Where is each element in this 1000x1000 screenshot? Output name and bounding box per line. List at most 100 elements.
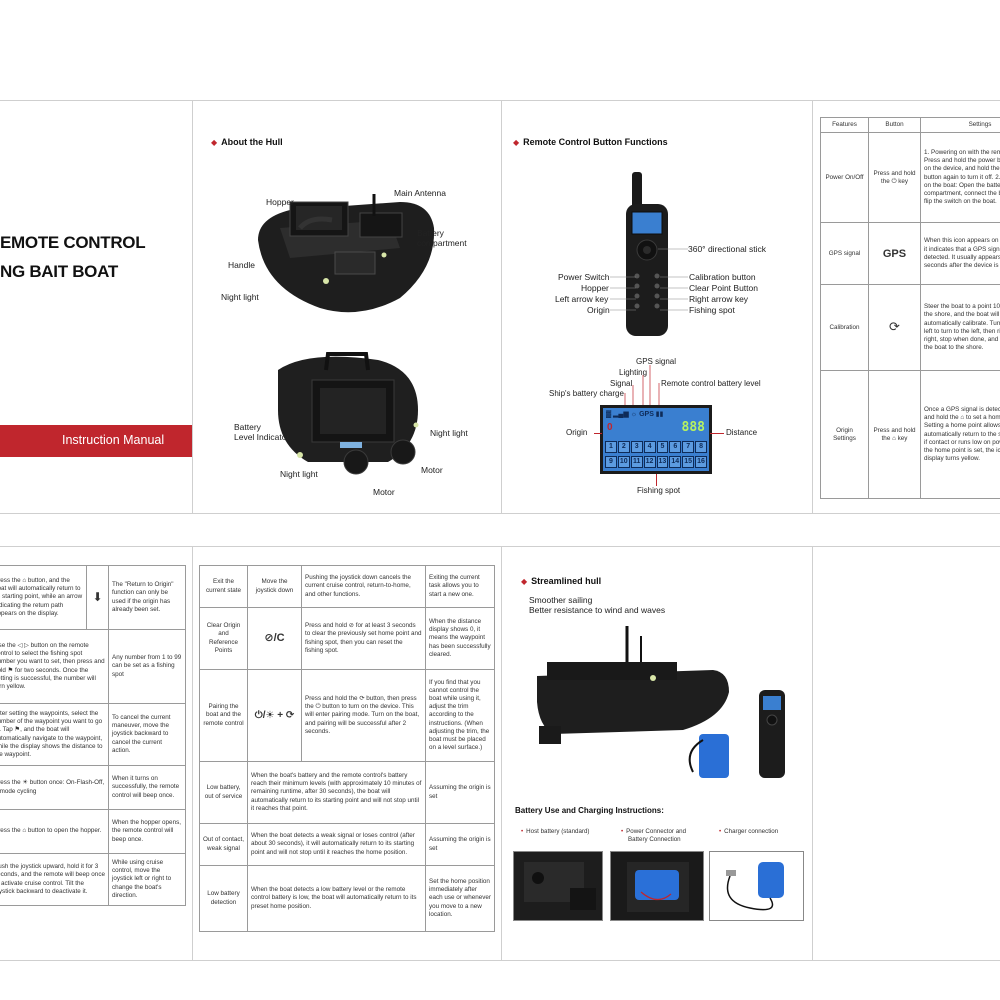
- feature-cell: GPS signal: [820, 222, 869, 286]
- remote-control-image: [626, 172, 668, 336]
- divider: [192, 546, 193, 960]
- label-remote-battery: Remote control battery level: [661, 379, 761, 388]
- lcd-spot: 6: [669, 441, 682, 453]
- label-lcd-distance: Distance: [726, 428, 758, 437]
- photo-power-connector: [610, 851, 704, 921]
- label-left-arrow-key: Left arrow key: [555, 294, 609, 304]
- table-row: Press the ⌂ button, and the boat will au…: [0, 565, 186, 630]
- calibration-icon: ⟳: [868, 284, 921, 372]
- feature-cell: Clear Origin and Reference Points: [199, 607, 248, 670]
- lcd-spot: 3: [630, 441, 643, 453]
- label-battery-level-2: Level Indicator: [234, 432, 290, 442]
- divider: [501, 100, 502, 513]
- table-row: Origin Settings Press and hold the ⌂ key…: [820, 370, 1000, 500]
- table-row: Low battery detection When the boat dete…: [199, 865, 495, 932]
- cover-title-line1: EMOTE CONTROL: [0, 233, 146, 252]
- label-lcd-fishing-spot: Fishing spot: [637, 486, 681, 495]
- photo-host-battery: [513, 851, 603, 921]
- label-battery-compartment-2: compartment: [417, 238, 467, 248]
- note-cell: Any number from 1 to 99 can be set as a …: [108, 629, 186, 704]
- boat-top-image: [258, 194, 435, 313]
- feature-cell: Out of contact, weak signal: [199, 823, 248, 866]
- pairing-icon: ⏻/☀ + ⟳: [247, 669, 302, 762]
- label-gps-signal: GPS signal: [636, 357, 677, 366]
- settings-cell: Steer the boat to a point 10 meters from…: [920, 284, 1000, 372]
- return-arrow-icon: ⬇: [86, 565, 109, 630]
- clear-point-icon: ⊘/C: [247, 607, 302, 670]
- label-battery-level-1: Battery: [234, 422, 261, 432]
- hull-section-title: ◆About the Hull: [211, 137, 283, 147]
- photo-charger: [709, 851, 804, 921]
- table-row: Press the ☀ button once: On-Flash-Off, 3…: [0, 765, 186, 810]
- lcd-spot: 14: [669, 456, 682, 468]
- lcd-spot: 9: [605, 456, 617, 468]
- feature-cell: Origin Settings: [820, 370, 869, 500]
- lcd-spot: 2: [617, 441, 630, 453]
- leader-distance: [710, 433, 724, 434]
- lcd-spot: 16: [695, 456, 707, 468]
- row2-bottom-border: [0, 960, 1000, 961]
- remote-section-title: ◆Remote Control Button Functions: [513, 137, 668, 147]
- top-border: [0, 100, 1000, 101]
- boat-bottom-image: [278, 352, 419, 475]
- note-cell: Assuming the origin is set: [425, 761, 495, 824]
- table-row: Use the ◁ ▷ button on the remote control…: [0, 629, 186, 704]
- lcd-distance-readout: 888: [681, 420, 705, 435]
- table-row: GPS signal GPS When this icon appears on…: [820, 222, 1000, 286]
- lcd-leader-lines: [624, 365, 660, 407]
- feature-cell: Exit the current state: [199, 565, 248, 608]
- instruction-manual-banner: Instruction Manual: [0, 425, 192, 456]
- lcd-display: ▓ ▂▄▆ ☼ GPS ▮▮ 0 888 1 2 3 4 5 6 7 8 9 1…: [600, 405, 712, 474]
- bullet-icon: ◆: [211, 138, 218, 147]
- note-cell: When the hopper opens, the remote contro…: [108, 809, 186, 854]
- feature-cell: Low battery detection: [199, 865, 248, 932]
- settings-table: Features Button Settings Power On/Off Pr…: [820, 116, 1000, 500]
- label-directional-stick: 360° directional stick: [688, 244, 767, 254]
- button-cell: Press and hold the ⏻ key: [868, 132, 921, 224]
- lcd-spot: 5: [656, 441, 669, 453]
- battery-label-host: •Host battery (standard): [521, 828, 590, 835]
- how-cell: When the boat detects a weak signal or l…: [247, 823, 426, 866]
- table-header-row: Features Button Settings: [820, 116, 1000, 134]
- feature-cell: Power On/Off: [820, 132, 869, 224]
- lcd-status-icons: ▓ ▂▄▆ ☼ GPS ▮▮: [606, 411, 664, 418]
- table-row: Out of contact, weak signal When the boa…: [199, 823, 495, 866]
- bullet-icon: ◆: [521, 577, 528, 586]
- divider: [812, 546, 813, 960]
- label-fishing-spot-key: Fishing spot: [689, 305, 735, 315]
- leader-origin: [594, 433, 602, 434]
- table-row: Exit the current state Move the joystick…: [199, 565, 495, 608]
- streamlined-section-title: ◆Streamlined hull: [521, 576, 602, 586]
- settings-cell: 1. Powering on with the remote control: …: [920, 132, 1000, 224]
- feature-cell: Calibration: [820, 284, 869, 372]
- how-cell: After setting the waypoints, select the …: [0, 703, 109, 766]
- how-cell: Press the ☀ button once: On-Flash-Off, 3…: [0, 765, 109, 810]
- leader-fishing-spot: [656, 474, 657, 486]
- note-cell: Set the home position immediately after …: [425, 865, 495, 932]
- label-handle: Handle: [228, 260, 255, 270]
- how-cell: Push the joystick upward, hold it for 3 …: [0, 853, 109, 906]
- label-lcd-origin: Origin: [566, 428, 588, 437]
- note-cell: To cancel the current maneuver, move the…: [108, 703, 186, 766]
- label-lighting: Lighting: [619, 368, 648, 377]
- label-right-arrow-key: Right arrow key: [689, 294, 749, 304]
- note-cell: When the distance display shows 0, it me…: [425, 607, 495, 670]
- label-battery-compartment-1: Battery: [417, 228, 444, 238]
- how-cell: When the boat detects a low battery leve…: [247, 865, 426, 932]
- label-signal: Signal: [610, 379, 633, 388]
- settings-cell: When this icon appears on the screen, it…: [920, 222, 1000, 286]
- label-power-switch: Power Switch: [558, 272, 610, 282]
- lcd-spot: 7: [682, 441, 695, 453]
- table-row: Push the joystick upward, hold it for 3 …: [0, 853, 186, 906]
- table-row: After setting the waypoints, select the …: [0, 703, 186, 766]
- how-cell: Press the ⌂ button, and the boat will au…: [0, 565, 87, 630]
- label-main-antenna: Main Antenna: [394, 188, 446, 198]
- lcd-spot: 12: [643, 456, 656, 468]
- bullet-icon: ◆: [513, 138, 520, 147]
- label-hopper-key: Hopper: [581, 283, 609, 293]
- label-motor-right: Motor: [421, 465, 443, 475]
- button-cell: Press and hold the ⌂ key: [868, 370, 921, 500]
- bullet-icon: •: [521, 828, 524, 835]
- streamlined-line-2: Better resistance to wind and waves: [529, 605, 666, 615]
